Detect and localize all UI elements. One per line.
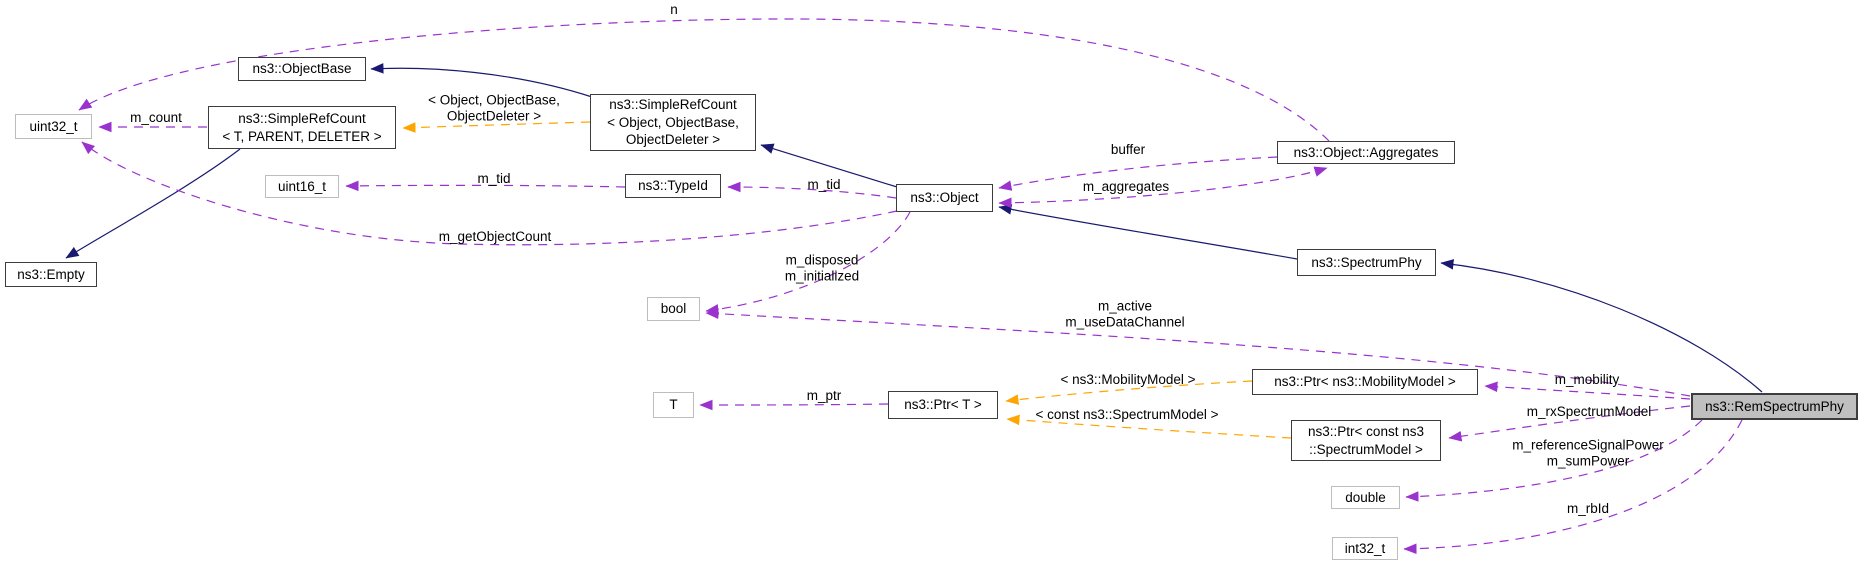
edge-template-ptr-const-spectrummodel [1006,414,1292,439]
edge-template-simplerefcount-instance [402,121,591,133]
node-t: T [653,392,694,418]
node-ns3-objectbase[interactable]: ns3::ObjectBase [238,57,366,81]
node-ns3-simplerefcount-object-instance[interactable]: ns3::SimpleRefCount < Object, ObjectBase… [590,94,756,151]
edge-label-m-rxspectrummodel: m_rxSpectrumModel [1526,403,1652,419]
edge-inherit-remspectrumphy-to-spectrumphy [1440,259,1763,393]
node-ns3-remspectrumphy: ns3::RemSpectrumPhy [1691,393,1858,420]
edge-usage-m-active-usedatachannel [705,308,1691,397]
node-ns3-ptr-const-spectrummodel[interactable]: ns3::Ptr< const ns3 ::SpectrumModel > [1291,420,1441,461]
node-ns3-ptr-mobilitymodel[interactable]: ns3::Ptr< ns3::MobilityModel > [1252,369,1478,395]
edge-inherit-simplerefcount-instance-to-objectbase [370,63,593,98]
edge-label-m-tid-left: m_tid [477,170,511,186]
node-ns3-spectrumphy[interactable]: ns3::SpectrumPhy [1297,249,1436,276]
edge-label-m-rbid: m_rbId [1566,500,1610,516]
edge-label-m-getobjectcount: m_getObjectCount [438,228,552,244]
node-ns3-empty[interactable]: ns3::Empty [5,262,97,287]
edge-usage-m-disposed-initialized [705,211,911,315]
edge-label-n: n [670,1,678,17]
edge-label-m-aggregates: m_aggregates [1082,178,1170,194]
edge-inherit-simplerefcount-template-to-empty [65,148,241,259]
edge-usage-m-mobility [1484,381,1691,400]
edge-label-template-args-object: < Object, ObjectBase, ObjectDeleter > [428,92,560,124]
edge-label-m-disposed-initialized: m_disposed m_initialized [784,252,860,284]
node-int32-t: int32_t [1332,537,1398,560]
edge-usage-m-tid-typeid-to-uint16 [345,180,626,192]
edge-usage-m-ptr [699,399,889,411]
edge-label-template-args-mobilitymodel: < ns3::MobilityModel > [1060,371,1196,387]
node-ns3-object[interactable]: ns3::Object [896,184,993,212]
node-bool: bool [647,297,700,321]
edge-usage-m-getobjectcount [81,141,898,246]
edge-label-m-count: m_count [130,109,182,125]
edge-label-m-tid-right: m_tid [807,176,841,192]
edge-label-template-args-const-spectrummodel: < const ns3::SpectrumModel > [1035,406,1219,422]
edge-usage-m-rbid [1403,419,1743,555]
edge-inherit-object-to-simplerefcount-instance [760,143,898,188]
edge-template-ptr-mobilitymodel [1005,380,1253,405]
node-uint16-t: uint16_t [265,175,339,198]
edge-label-m-referencesignalpower-sumpower: m_referenceSignalPower m_sumPower [1512,437,1664,469]
edge-label-m-ptr: m_ptr [806,387,842,403]
edge-usage-n [78,18,1330,142]
edge-label-m-mobility: m_mobility [1554,371,1620,387]
node-ns3-typeid[interactable]: ns3::TypeId [625,174,721,198]
edge-usage-m-tid-object-to-typeid [727,181,897,199]
node-ns3-ptr-template[interactable]: ns3::Ptr< T > [888,391,998,419]
node-double: double [1331,486,1400,509]
edge-label-buffer: buffer [1110,141,1146,157]
edge-inherit-spectrumphy-to-object [998,204,1298,260]
node-ns3-object-aggregates[interactable]: ns3::Object::Aggregates [1277,141,1455,164]
edge-usage-m-rxspectrummodel [1448,405,1691,442]
node-ns3-simplerefcount-template[interactable]: ns3::SimpleRefCount < T, PARENT, DELETER… [208,106,396,149]
node-uint32-t: uint32_t [15,114,92,139]
edge-usage-m-referencesignalpower-sumpower [1405,419,1703,502]
edge-usage-m-aggregates [998,166,1328,209]
edge-label-m-active-usedatachannel: m_active m_useDataChannel [1065,298,1185,330]
